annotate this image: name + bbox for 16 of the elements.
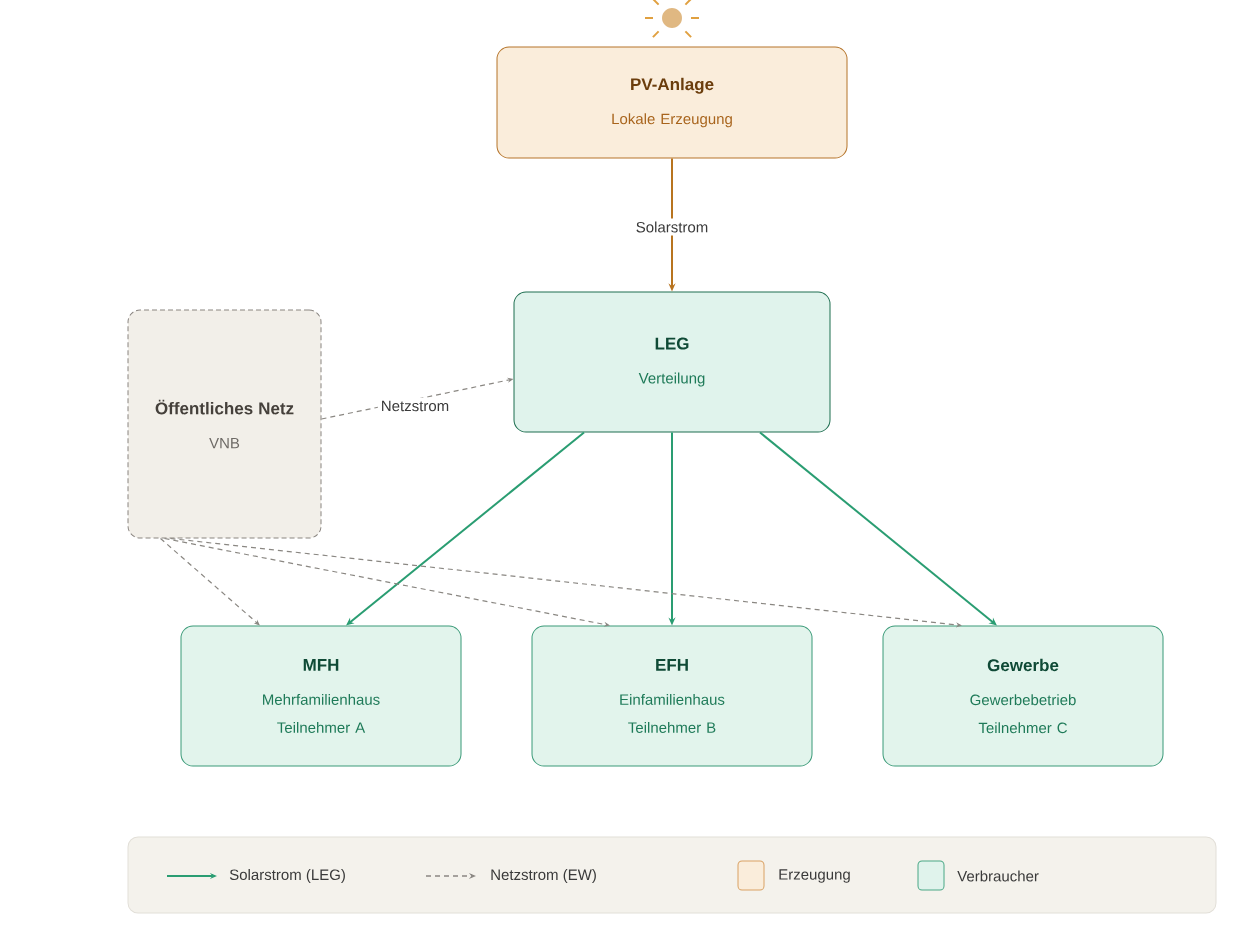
arrow — [163, 537, 610, 627]
legend-text: Verbraucher — [957, 870, 1039, 882]
legend-text: Erzeugung — [779, 869, 850, 883]
hub-box: LEG Verteilung — [513, 291, 831, 433]
source-box: PV-Anlage Lokale Erzeugung — [496, 46, 848, 159]
arrow — [159, 537, 260, 626]
grid-box: Öffentliches Netz VNB — [127, 309, 322, 539]
consumer-box: MFH Mehrfamilienhaus Teilnehmer A — [180, 625, 462, 767]
edge-label: Netzstrom — [377, 397, 453, 415]
arrow — [759, 431, 997, 626]
arrow — [346, 431, 585, 626]
legend-text: Netzstrom (EW) — [491, 869, 596, 883]
legend-text: Solarstrom (LEG) — [229, 869, 345, 883]
consumer-box: EFH Einfamilienhaus Teilnehmer B — [531, 625, 813, 767]
consumer-box: Gewerbe Gewerbebetrieb Teilnehmer C — [882, 625, 1164, 767]
edge-label: Solarstrom — [632, 218, 712, 236]
